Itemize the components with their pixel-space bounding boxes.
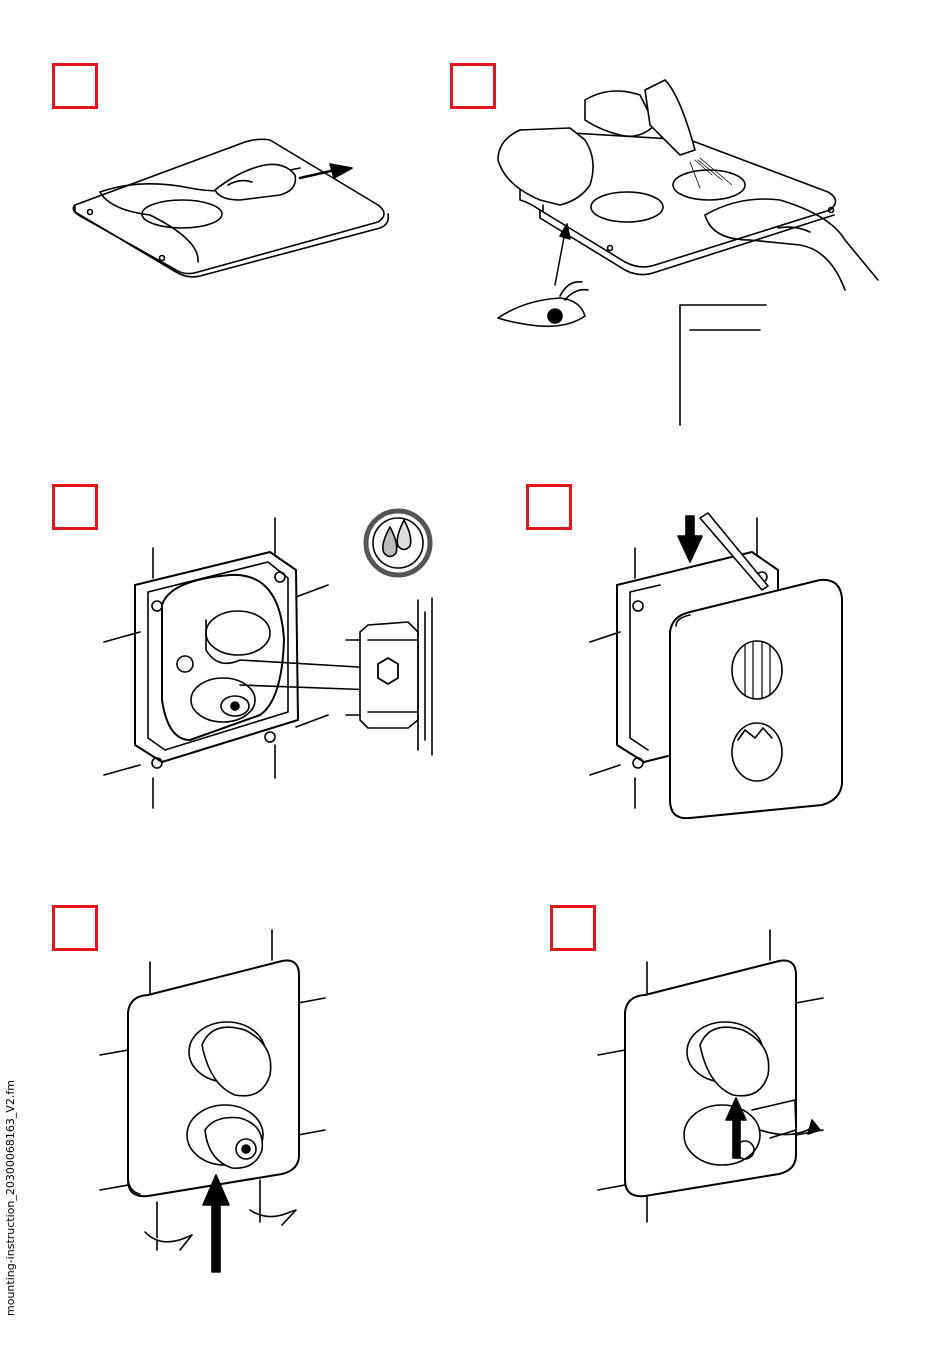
panel-spray-clean-cover-plate bbox=[498, 80, 878, 425]
panel-tighten-cartridge bbox=[598, 930, 823, 1222]
footer-file-label: mounting-instruction_20300068163_V2.fm bbox=[4, 1036, 20, 1316]
panel-attach-cover-plate bbox=[590, 513, 842, 818]
panel-rough-in-valve-body bbox=[104, 511, 432, 808]
panel-wipe-cover-plate bbox=[73, 139, 388, 277]
panel-fasten-screws bbox=[100, 930, 325, 1272]
